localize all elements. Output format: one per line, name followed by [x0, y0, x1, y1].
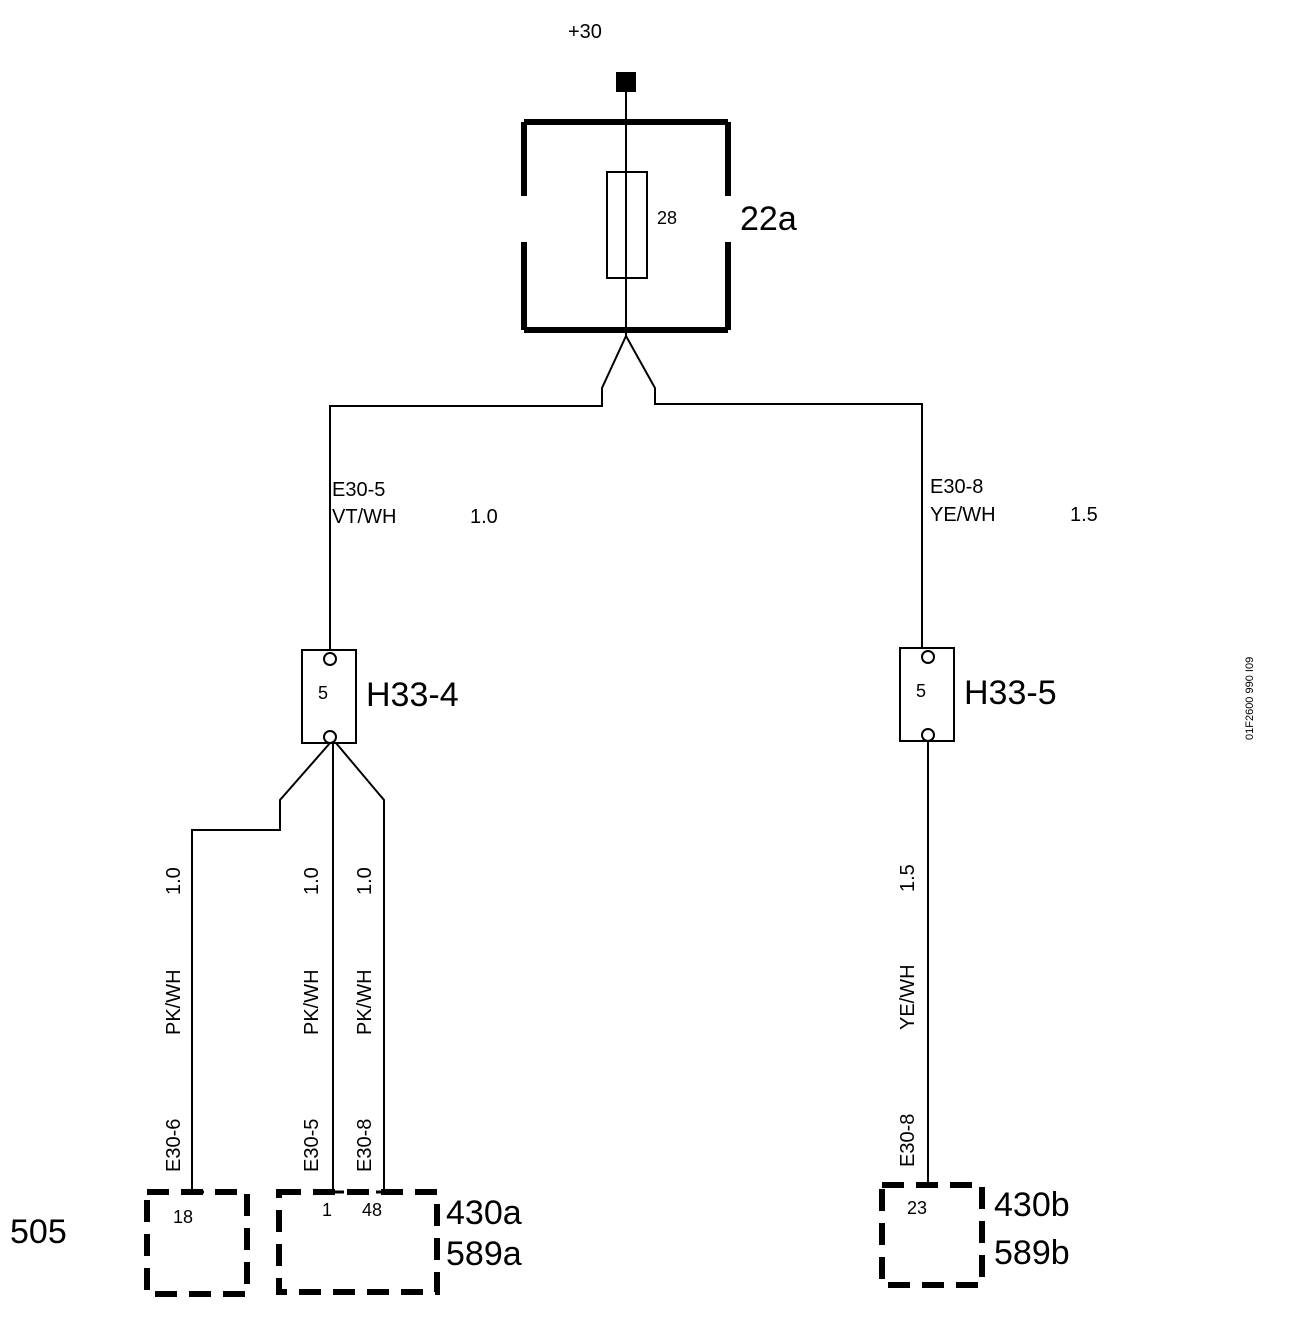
wire-label-color: PK/WH — [301, 969, 323, 1035]
connector-pin: 5 — [318, 683, 328, 703]
supply-terminal — [616, 72, 636, 92]
wire-e30-6-lower — [191, 742, 331, 1192]
wire-label-color: YE/WH — [897, 964, 919, 1030]
wire-label-circuit: E30-8 — [897, 1114, 919, 1167]
fuse-number: 28 — [657, 208, 677, 228]
wire-label-size: 1.0 — [470, 506, 498, 528]
connector-id: H33-5 — [964, 674, 1057, 712]
component-id: 430a — [446, 1194, 522, 1232]
wire-label-size: 1.5 — [1070, 504, 1098, 526]
wire-label-size: 1.5 — [897, 864, 919, 892]
component-id: 589a — [446, 1235, 522, 1273]
drawing-code: 01F2600 990 I09 — [1244, 657, 1256, 740]
wire-label-circuit: E30-5 — [301, 1119, 323, 1172]
wire-e30-5-upper — [329, 335, 627, 650]
wire-e30-8-lower — [335, 742, 385, 1192]
wire-label-color: PK/WH — [163, 969, 185, 1035]
component-id: 430b — [994, 1186, 1070, 1224]
component-id: 589b — [994, 1234, 1070, 1272]
wire-label-color: VT/WH — [332, 506, 396, 528]
connector-h33-5 — [899, 647, 955, 742]
fuse-box-id: 22a — [740, 200, 797, 238]
wire-label-circuit: E30-8 — [930, 476, 983, 498]
component-pin: 23 — [907, 1198, 927, 1218]
wire-label-color: YE/WH — [930, 504, 996, 526]
component-pin: 48 — [362, 1200, 382, 1220]
wire-label-circuit: E30-8 — [354, 1119, 376, 1172]
supply-label: +30 — [568, 21, 602, 43]
wire-label-size: 1.0 — [163, 867, 185, 895]
component-pin: 18 — [173, 1207, 193, 1227]
wire-label-circuit: E30-5 — [332, 479, 385, 501]
wire-e30-8-upper — [625, 335, 923, 650]
component-430b — [879, 1182, 985, 1288]
component-505 — [144, 1189, 250, 1297]
wire-label-size: 1.0 — [354, 867, 376, 895]
component-id: 505 — [10, 1213, 67, 1251]
wire-label-circuit: E30-6 — [163, 1119, 185, 1172]
component-pin: 1 — [322, 1200, 332, 1220]
connector-h33-4 — [301, 649, 357, 744]
connector-id: H33-4 — [366, 676, 459, 714]
wire-label-color: PK/WH — [354, 969, 376, 1035]
wire-label-size: 1.0 — [301, 867, 323, 895]
connector-pin: 5 — [916, 681, 926, 701]
component-430a — [276, 1189, 440, 1295]
